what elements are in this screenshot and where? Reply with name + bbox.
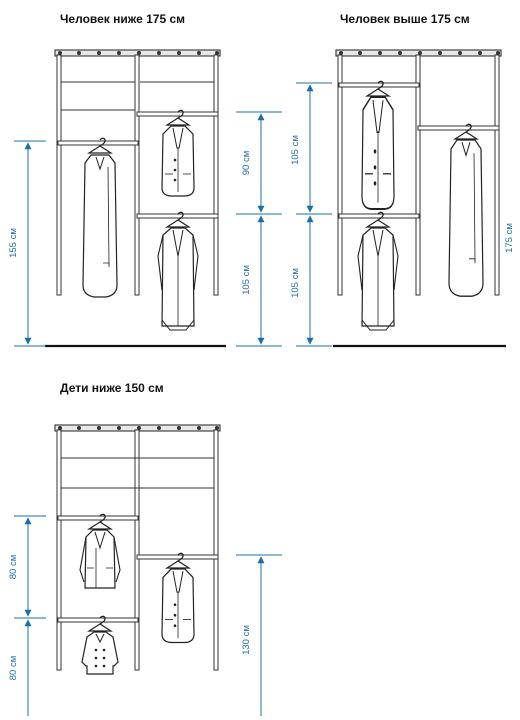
- dim-upper-children: 80 см: [8, 555, 19, 580]
- dim-lower-below-175: 105 см: [241, 265, 252, 295]
- jacket: [161, 568, 195, 644]
- dim-long-above-175: 175 см: [504, 223, 515, 253]
- dim-upper-below-175: 90 см: [241, 151, 252, 176]
- long-coat: [82, 154, 118, 298]
- dimensions-above-175: [296, 82, 332, 347]
- kids-coat: [81, 631, 119, 675]
- dim-lower-children: 80 см: [8, 656, 19, 681]
- dim-lower-above-175: 105 см: [290, 268, 301, 298]
- short-coat: [79, 529, 121, 589]
- rail-left-bottom: [338, 213, 420, 219]
- dimensions-below-175: [14, 111, 282, 347]
- dimensions-children: [14, 515, 282, 716]
- title-above-175: Человек выше 175 см: [340, 12, 470, 26]
- rail-kids-left-1: [57, 515, 139, 521]
- rail-right-long: [417, 125, 500, 131]
- rail-kids-left-2: [57, 617, 139, 623]
- overcoat: [357, 227, 399, 331]
- rail-right-2: [136, 213, 219, 219]
- title-below-175: Человек ниже 175 см: [60, 12, 186, 26]
- dim-upper-above-175: 105 см: [290, 135, 301, 165]
- title-children: Дети ниже 150 см: [60, 381, 164, 395]
- rail-left-1: [57, 140, 139, 146]
- long-coat-tall: [448, 139, 484, 297]
- rail-right-1: [136, 111, 219, 117]
- wardrobe-above-175: [333, 49, 506, 348]
- dim-right-children: 130 см: [241, 625, 252, 655]
- wardrobe-children: [54, 424, 221, 675]
- jacket-long: [361, 96, 395, 210]
- rail-left-top: [338, 82, 420, 88]
- jacket: [161, 125, 195, 197]
- overcoat: [157, 227, 199, 331]
- wardrobe-below-175: [45, 49, 226, 348]
- dim-total-below-175: 155 см: [8, 228, 19, 258]
- rail-kids-right: [136, 554, 219, 560]
